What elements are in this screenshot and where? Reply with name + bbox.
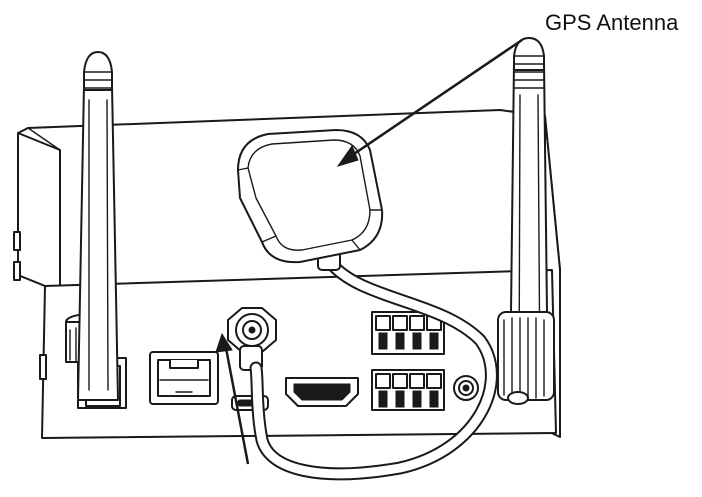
terminal-block-bottom bbox=[371, 369, 445, 411]
terminal-slot bbox=[392, 373, 408, 389]
terminal-block-top bbox=[371, 311, 445, 355]
left-antenna bbox=[65, 51, 127, 409]
hdmi-port bbox=[285, 377, 359, 407]
side-vent-slot bbox=[39, 354, 47, 380]
terminal-slot bbox=[392, 315, 408, 331]
terminal-slot bbox=[426, 373, 442, 389]
side-vent-slot bbox=[13, 231, 21, 251]
gps-sma-connector bbox=[227, 307, 277, 371]
callout-arrowhead bbox=[336, 144, 359, 167]
callout-arrowhead bbox=[215, 332, 233, 353]
wifi-antenna-icon bbox=[65, 51, 127, 409]
terminal-slot bbox=[409, 373, 425, 389]
terminal-slot bbox=[375, 373, 391, 389]
left-side-face bbox=[17, 132, 61, 293]
wifi-antenna-icon bbox=[497, 37, 555, 405]
ethernet-port bbox=[149, 351, 219, 405]
side-vent-slot bbox=[13, 261, 21, 281]
right-antenna bbox=[497, 37, 555, 405]
audio-jack bbox=[453, 375, 479, 401]
gps-antenna-label: GPS Antenna bbox=[545, 10, 679, 35]
gps-port-callout bbox=[215, 332, 250, 465]
terminal-slot bbox=[375, 315, 391, 331]
terminal-slot bbox=[409, 315, 425, 331]
gps-antenna-callout: GPS Antenna bbox=[336, 10, 679, 167]
